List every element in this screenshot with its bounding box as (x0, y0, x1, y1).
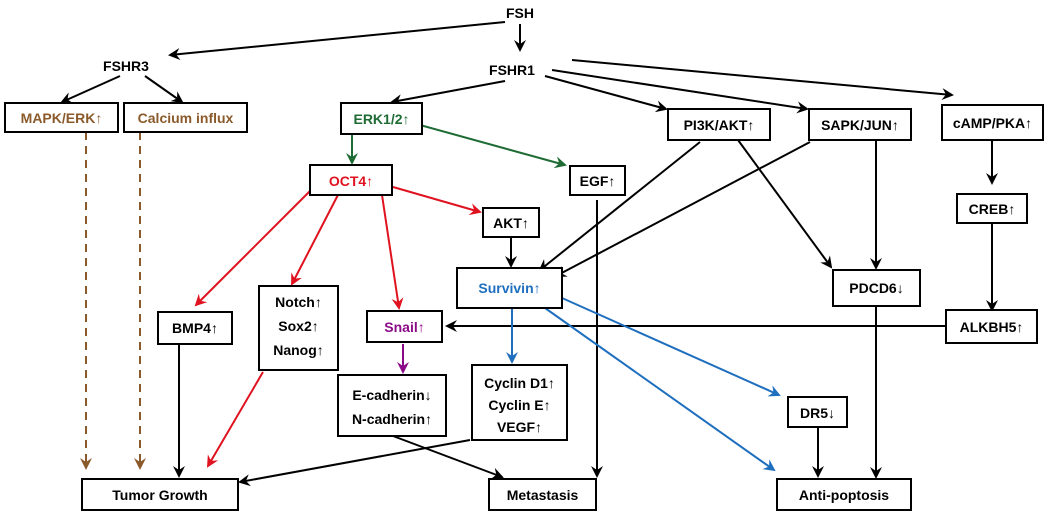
node-pdcd6: PDCD6↓ (832, 269, 921, 307)
node-camp-pka: cAMP/PKA↑ (941, 104, 1044, 141)
node-egf: EGF↑ (569, 165, 626, 196)
svg-text:Cyclin D1↑: Cyclin D1↑ (484, 375, 555, 391)
svg-text:Notch↑: Notch↑ (275, 294, 322, 310)
svg-text:ALKBH5↑: ALKBH5↑ (960, 319, 1024, 335)
svg-text:Metastasis: Metastasis (507, 487, 579, 503)
svg-text:Nanog↑: Nanog↑ (273, 342, 324, 358)
arrow-fshr1-pi3k (544, 75, 668, 113)
svg-text:AKT↑: AKT↑ (493, 215, 529, 231)
arrow-fshr3-mapk (60, 75, 121, 104)
svg-text:BMP4↑: BMP4↑ (172, 320, 218, 336)
arrows (60, 21, 998, 487)
svg-text:CREB↑: CREB↑ (969, 201, 1016, 217)
node-creb: CREB↑ (956, 193, 1028, 224)
svg-text:OCT4↑: OCT4↑ (329, 173, 373, 189)
node-snail: Snail↑ (366, 310, 443, 343)
arrow-sapk-survivin (554, 141, 811, 277)
node-calcium-influx: Calcium influx (123, 102, 248, 133)
node-sapk-jun: SAPK/JUN↑ (808, 108, 912, 141)
node-bmp4: BMP4↑ (157, 311, 233, 345)
svg-text:Sox2↑: Sox2↑ (278, 318, 318, 334)
node-fshr1: FSHR1 (489, 62, 535, 78)
arrow-fshr3-calcium (144, 75, 184, 104)
arrow-pi3k-survivin (538, 141, 701, 272)
node-dr5: DR5↓ (787, 396, 848, 428)
node-fshr3: FSHR3 (103, 58, 149, 74)
node-metastasis: Metastasis (488, 478, 597, 511)
arrow-fshr1-camp (571, 59, 954, 101)
node-tumor-growth: Tumor Growth (81, 478, 239, 511)
svg-text:Tumor Growth: Tumor Growth (112, 487, 207, 503)
svg-text:VEGF↑: VEGF↑ (497, 419, 542, 435)
svg-text:E-cadherin↓: E-cadherin↓ (352, 387, 431, 403)
arrow-oct4-snail (381, 194, 404, 310)
arrow-survivin-dr5 (561, 297, 781, 397)
svg-text:DR5↓: DR5↓ (800, 405, 835, 421)
svg-text:SAPK/JUN↑: SAPK/JUN↑ (821, 117, 899, 133)
node-erk12: ERK1/2↑ (340, 102, 423, 135)
svg-text:ERK1/2↑: ERK1/2↑ (353, 111, 409, 127)
node-akt: AKT↑ (482, 207, 540, 238)
svg-text:Cyclin E↑: Cyclin E↑ (488, 397, 550, 413)
arrow-cyclin-tumor (238, 439, 471, 487)
arrow-ecad-metastasis (392, 435, 504, 480)
svg-text:Anti-poptosis: Anti-poptosis (799, 487, 889, 503)
arrow-pi3k-pdcd6 (737, 139, 833, 269)
svg-text:Snail↑: Snail↑ (384, 319, 424, 335)
node-anti-poptosis: Anti-poptosis (776, 478, 912, 511)
arrow-survivin-antiapoptosis (544, 307, 776, 472)
arrow-notch-tumor (206, 371, 264, 468)
svg-text:PDCD6↓: PDCD6↓ (849, 280, 903, 296)
svg-text:N-cadherin↑: N-cadherin↑ (352, 411, 432, 427)
arrow-fshr1-erk (390, 80, 506, 107)
arrow-fsh-fshr3 (168, 21, 506, 60)
arrow-oct4-bmp4 (194, 190, 311, 307)
node-fsh: FSH (506, 5, 534, 21)
arrow-fshr1-sapk (551, 69, 809, 114)
node-oct4: OCT4↑ (309, 164, 393, 196)
node-e-cadherin-n-cadherin: E-cadherin↓ N-cadherin↑ (337, 374, 447, 437)
svg-text:Calcium influx: Calcium influx (138, 110, 234, 126)
node-cyclin-vegf: Cyclin D1↑ Cyclin E↑ VEGF↑ (471, 364, 568, 441)
svg-text:PI3K/AKT↑: PI3K/AKT↑ (684, 117, 755, 133)
arrow-oct4-akt (392, 186, 482, 216)
node-notch-sox2-nanog: Notch↑ Sox2↑ Nanog↑ (258, 285, 339, 371)
svg-text:MAPK/ERK↑: MAPK/ERK↑ (21, 110, 103, 126)
node-alkbh5: ALKBH5↑ (945, 309, 1038, 344)
svg-text:Survivin↑: Survivin↑ (478, 280, 540, 296)
svg-text:cAMP/PKA↑: cAMP/PKA↑ (953, 115, 1032, 131)
node-survivin: Survivin↑ (456, 267, 563, 309)
node-mapk-erk: MAPK/ERK↑ (4, 102, 119, 133)
arrow-erk-egf (419, 124, 567, 169)
arrow-oct4-notch (291, 190, 341, 286)
node-pi3k-akt: PI3K/AKT↑ (667, 108, 771, 141)
svg-text:EGF↑: EGF↑ (580, 173, 616, 189)
